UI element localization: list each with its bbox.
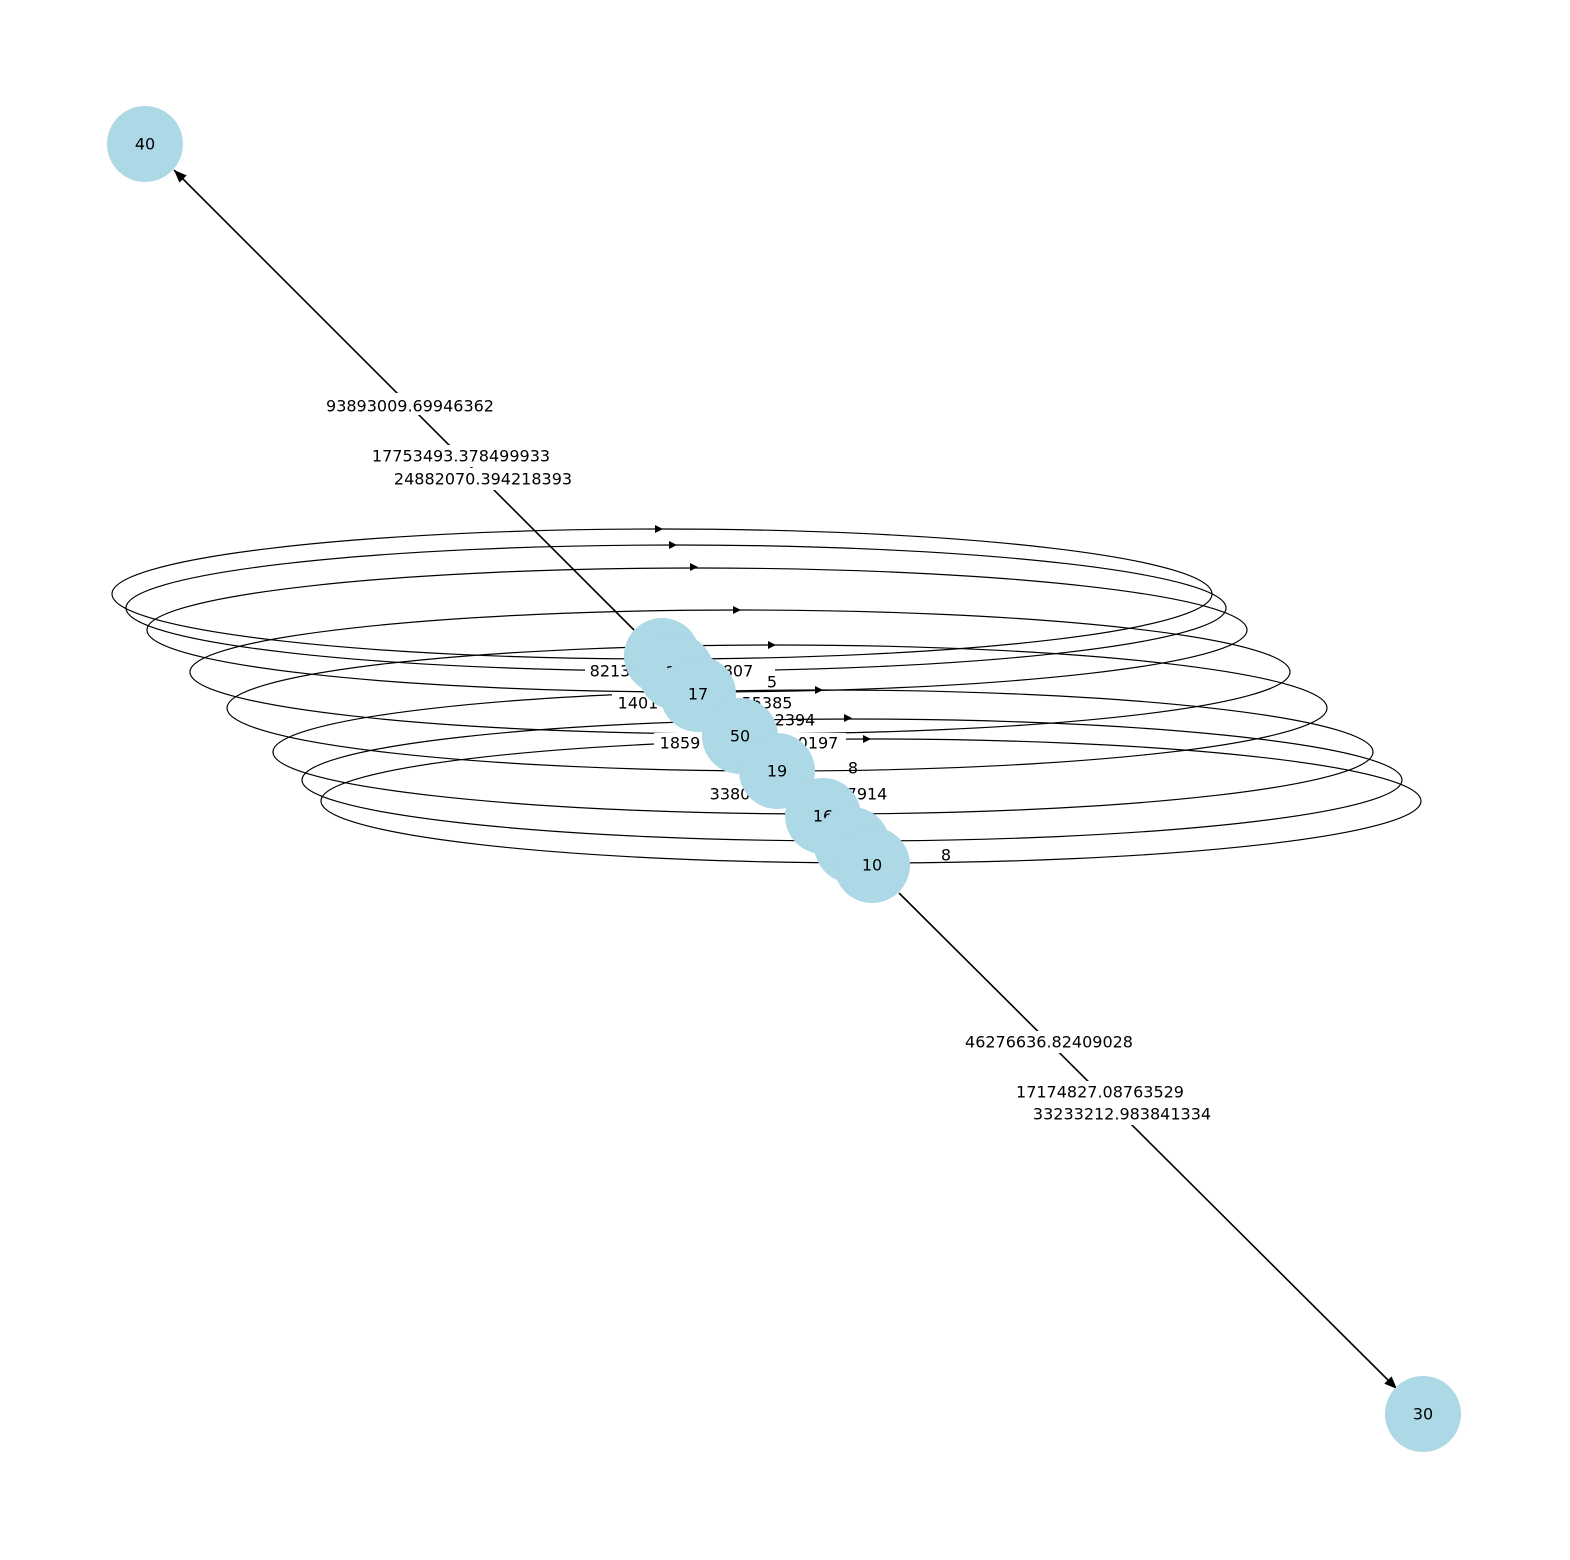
loop-label: 8: [941, 846, 951, 865]
node-label: 17: [688, 685, 708, 704]
loop-label: 5: [767, 673, 777, 692]
loop-label: 1859: [660, 734, 701, 753]
loop-label: 2394: [775, 711, 816, 730]
loop-label: 1401: [618, 694, 659, 713]
node-label: 30: [1413, 1405, 1433, 1424]
edge-label: 24882070.394218393: [394, 470, 572, 489]
loop-arrowhead: [863, 735, 871, 743]
loop-label: 3380: [710, 785, 751, 804]
edge-label: 46276636.82409028: [965, 1033, 1133, 1052]
node-label: 10: [862, 856, 882, 875]
node-label: 50: [730, 727, 750, 746]
lower-edge-labels: 46276636.82409028 17174827.08763529 3323…: [956, 1031, 1217, 1125]
edge-10-to-30: [898, 892, 1398, 1390]
loop-label: 0197: [798, 734, 839, 753]
node-30[interactable]: 30: [1385, 1376, 1461, 1452]
edge-label: 17174827.08763529: [1016, 1083, 1184, 1102]
node-40[interactable]: 40: [107, 106, 183, 182]
upper-edge-labels: 93893009.69946362 17753493.378499933 248…: [318, 393, 576, 490]
loop-arrowhead: [815, 686, 823, 694]
loop-arrowhead: [655, 525, 663, 533]
nodes: 40 22 23 17 50 19 16 12: [107, 106, 1461, 1452]
edge-label: 17753493.378499933: [372, 447, 550, 466]
node-10[interactable]: 10: [834, 827, 910, 903]
loop-label: 8213: [590, 662, 631, 681]
loop-arrowhead: [844, 714, 852, 722]
loop-label: 8: [848, 759, 858, 778]
edge-label: 93893009.69946362: [326, 397, 494, 416]
loop-arrowhead: [690, 563, 698, 571]
node-label: 19: [767, 762, 787, 781]
loop-arrowhead: [733, 606, 741, 614]
node-label: 40: [135, 135, 155, 154]
loop-arrowhead: [669, 541, 677, 549]
edge-label: 33233212.983841334: [1033, 1105, 1211, 1124]
loop-arrowhead: [768, 641, 776, 649]
